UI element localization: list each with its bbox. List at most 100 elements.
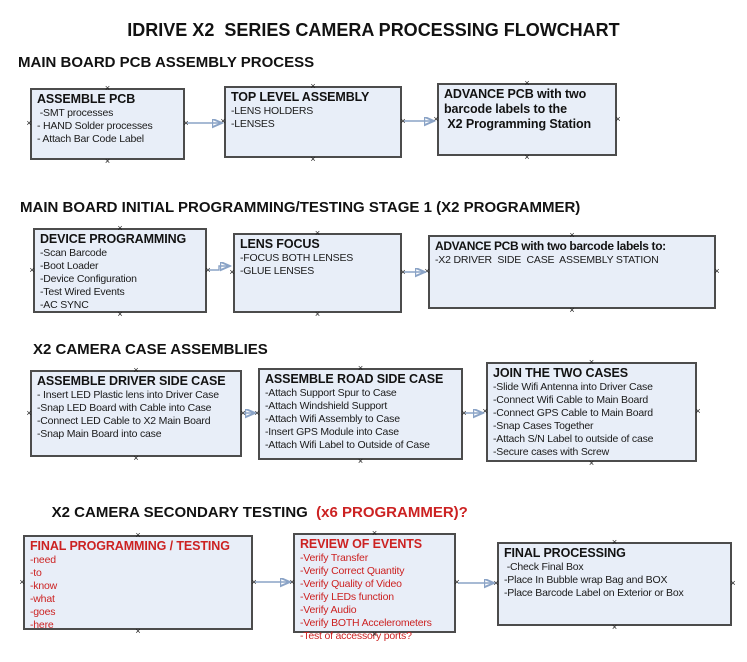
section-heading-pcb-assembly: MAIN BOARD PCB ASSEMBLY PROCESS <box>18 54 315 71</box>
box-item: -what <box>30 593 55 605</box>
box-item: -goes <box>30 606 56 618</box>
connector-handle-icon: × <box>424 266 430 276</box>
box-title: ASSEMBLE DRIVER SIDE CASE <box>37 374 226 388</box>
section-heading-initial-programming: MAIN BOARD INITIAL PROGRAMMING/TESTING S… <box>20 199 581 216</box>
connector-handle-icon: × <box>524 78 530 88</box>
box-item: -Secure cases with Screw <box>493 446 609 458</box>
page-title: IDRIVE X2 SERIES CAMERA PROCESSING FLOWC… <box>127 20 620 40</box>
connector-handle-icon: × <box>19 576 25 587</box>
box-item: -Connect LED Cable to X2 Main Board <box>37 415 211 427</box>
connector-handle-icon: × <box>205 264 211 275</box>
box-item: -Verify Correct Quantity <box>300 565 405 577</box>
box-item: -Verify BOTH Accelerometers <box>300 617 432 629</box>
box-item: -GLUE LENSES <box>240 265 315 277</box>
flow-box-device-programming: DEVICE PROGRAMMING -Scan Barcode -Boot L… <box>29 223 210 319</box>
box-item: -LENS HOLDERS <box>231 105 314 117</box>
section-heading-secondary-testing: X2 CAMERA SECONDARY TESTING (x6 PROGRAMM… <box>35 487 468 538</box>
box-title: DEVICE PROGRAMMING <box>40 232 187 246</box>
box-item: -Verify Quality of Video <box>300 578 402 590</box>
connector-handle-icon: × <box>314 309 321 319</box>
connector-handle-icon: × <box>482 406 488 416</box>
box-title: LENS FOCUS <box>240 237 320 251</box>
box-item: -Attach S/N Label to outside of case <box>493 433 654 445</box>
box-item: -LENSES <box>231 118 275 130</box>
box-title: ADVANCE PCB with two barcode labels to t… <box>444 87 592 131</box>
connector-handle-icon: × <box>133 453 139 463</box>
box-item: -Boot Loader <box>40 260 99 272</box>
connector-handle-icon: × <box>310 81 316 91</box>
connector-handle-icon: × <box>29 264 35 275</box>
flow-box-join-the-two-cases: JOIN THE TWO CASES -Slide Wifi Antenna i… <box>482 357 700 468</box>
connector-handle-icon: × <box>714 266 720 276</box>
section-heading-case-assemblies: X2 CAMERA CASE ASSEMBLIES <box>33 341 268 358</box>
box-item: - Insert LED Plastic lens into Driver Ca… <box>37 389 219 401</box>
connector-handle-icon: × <box>117 223 123 233</box>
box-item: -X2 DRIVER SIDE CASE ASSEMBLY STATION <box>435 254 659 266</box>
flow-box-top-level-assembly: TOP LEVEL ASSEMBLY -LENS HOLDERS -LENSES… <box>220 81 405 164</box>
flow-box-lens-focus: LENS FOCUS -FOCUS BOTH LENSES -GLUE LENS… <box>229 229 405 319</box>
connector-handle-icon: × <box>524 152 530 162</box>
connector-handle-icon: × <box>461 408 467 418</box>
box-item: -Connect GPS Cable to Main Board <box>493 407 653 419</box>
connector-handle-icon: × <box>569 305 575 315</box>
connector-handle-icon: × <box>588 458 595 468</box>
box-item: -here <box>30 619 54 631</box>
connector-handle-icon: × <box>615 113 621 124</box>
box-item: - Attach Bar Code Label <box>37 133 144 145</box>
box-item: -Device Configuration <box>40 273 137 285</box>
connector-handle-icon: × <box>251 576 257 587</box>
section-heading-secondary-testing-red: (x6 PROGRAMMER)? <box>311 504 468 521</box>
connector-handle-icon: × <box>569 230 575 240</box>
connector-handle-icon: × <box>695 406 701 416</box>
flow-box-assemble-driver-side-case: ASSEMBLE DRIVER SIDE CASE - Insert LED P… <box>26 365 245 463</box>
box-item: -Attach Wifi Label to Outside of Case <box>265 439 430 451</box>
box-title: FINAL PROGRAMMING / TESTING <box>30 539 230 553</box>
box-item: -need <box>30 554 56 566</box>
box-title: JOIN THE TWO CASES <box>493 366 629 380</box>
box-item: -Snap Cases Together <box>493 420 594 432</box>
connector-handle-icon: × <box>357 363 364 373</box>
connector-handle-icon: × <box>310 154 316 164</box>
connector-handle-icon: × <box>133 365 139 375</box>
box-item: -Slide Wifi Antenna into Driver Case <box>493 381 653 393</box>
connector-handle-icon: × <box>433 113 439 124</box>
box-item: -Test Wired Events <box>40 286 125 298</box>
box-item: -FOCUS BOTH LENSES <box>240 252 354 264</box>
flow-box-final-programming-testing: FINAL PROGRAMMING / TESTING -need -to -k… <box>19 531 256 636</box>
box-title: ASSEMBLE PCB <box>37 92 136 106</box>
flow-box-assemble-pcb: ASSEMBLE PCB -SMT processes - HAND Solde… <box>26 83 188 166</box>
box-item: -Test of accessory ports? <box>300 630 412 642</box>
box-item: -Insert GPS Module into Case <box>265 426 399 438</box>
box-title: REVIEW OF EVENTS <box>300 537 423 551</box>
connector-handle-icon: × <box>588 357 595 367</box>
box-item: - HAND Solder processes <box>37 120 153 132</box>
box-title: ADVANCE PCB with two barcode labels to: <box>435 239 666 253</box>
connector-handle-icon: × <box>493 578 499 588</box>
connector-handle-icon: × <box>454 577 460 587</box>
box-item: -Verify Transfer <box>300 552 368 564</box>
arrow-device-programming-to-lens-focus <box>209 266 230 270</box>
connector-handle-icon: × <box>400 267 406 277</box>
flow-box-final-processing: FINAL PROCESSING -Check Final Box -Place… <box>493 537 735 632</box>
box-item: -Verify LEDs function <box>300 591 394 603</box>
flow-box-advance-pcb-case-assembly: ADVANCE PCB with two barcode labels to: … <box>424 230 719 315</box>
box-item: -Snap LED Board with Cable into Case <box>37 402 212 414</box>
box-item: -SMT processes <box>37 107 114 119</box>
connector-handle-icon: × <box>611 622 618 632</box>
box-item: -know <box>30 580 58 592</box>
connector-handle-icon: × <box>240 407 246 418</box>
connector-handle-icon: × <box>730 578 736 588</box>
connector-handle-icon: × <box>254 408 260 418</box>
box-item: -Place Barcode Label on Exterior or Box <box>504 587 684 599</box>
section-heading-secondary-testing-black: X2 CAMERA SECONDARY TESTING <box>51 504 312 521</box>
box-title: ASSEMBLE ROAD SIDE CASE <box>265 372 444 386</box>
connector-handle-icon: × <box>220 116 226 126</box>
flow-box-advance-pcb-programming-station: ADVANCE PCB with two barcode labels to t… <box>433 78 620 162</box>
flow-box-review-of-events: REVIEW OF EVENTS -Verify Transfer -Verif… <box>289 529 459 643</box>
connector-handle-icon: × <box>104 83 111 93</box>
connector-handle-icon: × <box>611 537 618 547</box>
connector-handle-icon: × <box>183 118 189 128</box>
connector-handle-icon: × <box>400 116 406 126</box>
box-item: -to <box>30 567 42 579</box>
